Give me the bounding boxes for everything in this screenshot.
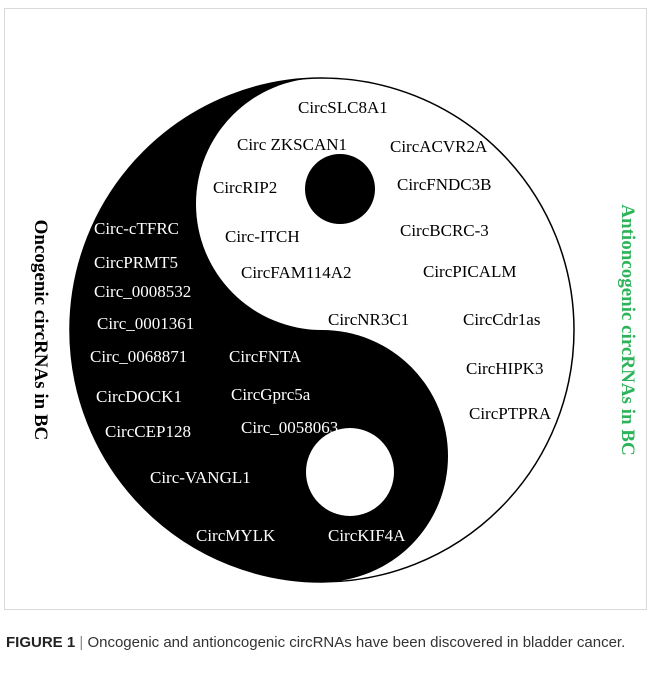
oncogenic-circrna-label-1: CircPRMT5 — [94, 253, 178, 272]
oncogenic-circrna-label-8: CircCEP128 — [105, 422, 191, 441]
figure-number: FIGURE 1 — [6, 634, 76, 651]
antioncogenic-circrna-label-4: CircFNDC3B — [397, 175, 491, 194]
oncogenic-circrna-label-2: Circ_0008532 — [94, 282, 191, 301]
antioncogenic-circrna-label-8: CircPICALM — [423, 262, 517, 281]
white-eye-dot — [306, 428, 394, 516]
antioncogenic-circrna-label-12: CircPTPRA — [469, 404, 552, 423]
antioncogenic-circrna-label-10: CircCdr1as — [463, 310, 540, 329]
oncogenic-side-label: Oncogenic circRNAs in BC — [30, 219, 51, 441]
oncogenic-circrna-label-11: CircMYLK — [196, 526, 276, 545]
oncogenic-circrna-label-9: Circ_0058063 — [241, 418, 338, 437]
antioncogenic-circrna-label-2: CircACVR2A — [390, 137, 488, 156]
black-eye-dot — [305, 154, 375, 224]
antioncogenic-circrna-label-5: Circ-ITCH — [225, 227, 300, 246]
oncogenic-label-group: Circ-cTFRC CircPRMT5Circ_0008532Circ_0001… — [90, 219, 406, 545]
caption-text: Oncogenic and antioncogenic circRNAs hav… — [87, 634, 626, 651]
caption-separator: | — [79, 634, 84, 651]
antioncogenic-side-label: Antioncogenic circRNAs in BC — [617, 204, 638, 456]
oncogenic-circrna-label-0: Circ-cTFRC — [94, 219, 179, 238]
oncogenic-circrna-label-12: CircKIF4A — [328, 526, 406, 545]
oncogenic-circrna-label-6: CircDOCK1 — [96, 387, 182, 406]
antioncogenic-circrna-label-1: Circ ZKSCAN1 — [237, 135, 347, 154]
antioncogenic-circrna-label-3: CircRIP2 — [213, 178, 277, 197]
oncogenic-circrna-label-10: Circ-VANGL1 — [150, 468, 251, 487]
figure-caption: FIGURE 1 | Oncogenic and antioncogenic c… — [6, 632, 646, 654]
antioncogenic-circrna-label-0: CircSLC8A1 — [298, 98, 388, 117]
antioncogenic-circrna-label-11: CircHIPK3 — [466, 359, 543, 378]
oncogenic-circrna-label-3: Circ_0001361 — [97, 314, 194, 333]
antioncogenic-circrna-label-7: CircFAM114A2 — [241, 263, 352, 282]
antioncogenic-circrna-label-9: CircNR3C1 — [328, 310, 409, 329]
antioncogenic-circrna-label-6: CircBCRC-3 — [400, 221, 489, 240]
oncogenic-circrna-label-4: Circ_0068871 — [90, 347, 187, 366]
oncogenic-circrna-label-5: CircFNTA — [229, 347, 302, 366]
oncogenic-circrna-label-7: CircGprc5a — [231, 385, 311, 404]
